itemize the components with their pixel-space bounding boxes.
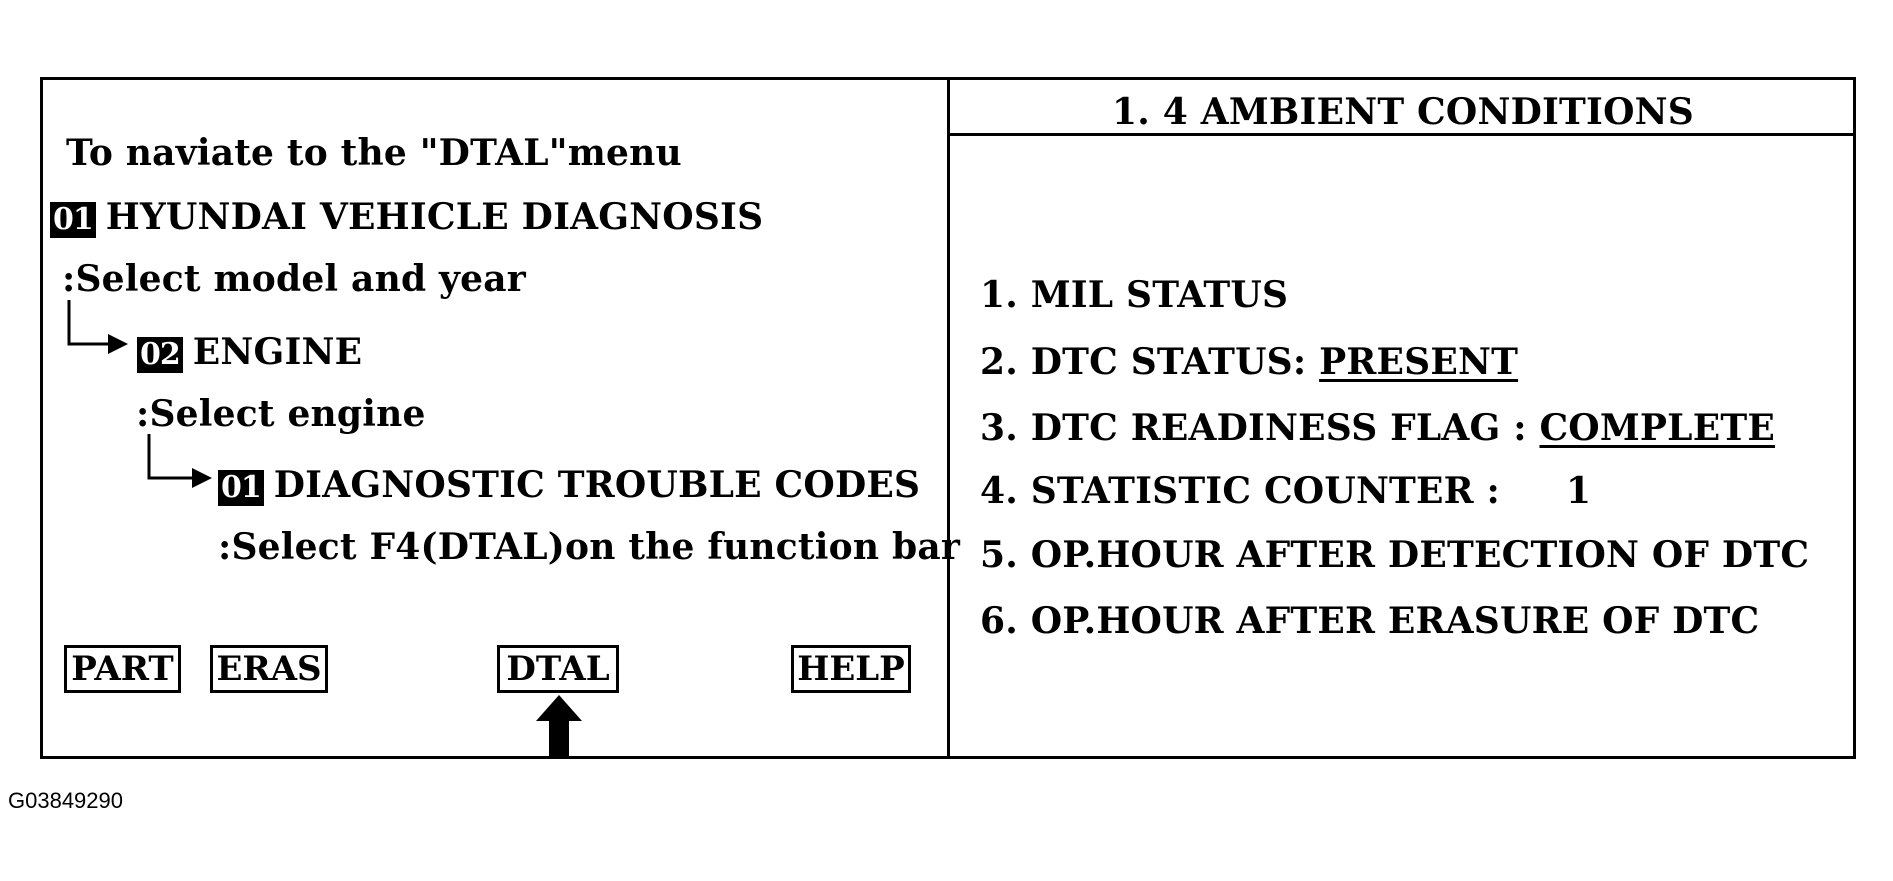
item-label: 3. DTC READINESS FLAG :	[980, 407, 1540, 449]
panel-title: 1. 4 AMBIENT CONDITIONS	[1112, 91, 1694, 133]
item-label: 1. MIL STATUS	[980, 274, 1289, 316]
step1-label: HYUNDAI VEHICLE DIAGNOSIS	[105, 196, 764, 238]
status-item-2: 2. DTC STATUS: PRESENT	[980, 344, 1518, 380]
title-separator	[950, 133, 1856, 136]
item-label: 2. DTC STATUS:	[980, 341, 1320, 383]
part-key-button[interactable]: PART	[64, 645, 181, 693]
status-item-5: 5. OP.HOUR AFTER DETECTION OF DTC	[980, 537, 1809, 573]
dtc-status-value: PRESENT	[1319, 341, 1519, 383]
item-label: 4. STATISTIC COUNTER :	[980, 470, 1501, 512]
step2-instruction: :Select engine	[136, 393, 426, 435]
panel-divider	[947, 77, 950, 759]
status-item-3: 3. DTC READINESS FLAG : COMPLETE	[980, 410, 1775, 446]
arrow-right-icon	[147, 434, 212, 488]
readiness-flag-value: COMPLETE	[1539, 407, 1775, 449]
item-label: 6. OP.HOUR AFTER ERASURE OF DTC	[980, 600, 1760, 642]
arrow-up-icon	[536, 695, 582, 759]
item-label: 5. OP.HOUR AFTER DETECTION OF DTC	[980, 534, 1810, 576]
status-item-4: 4. STATISTIC COUNTER : 1	[980, 473, 1591, 509]
help-key-button[interactable]: HELP	[791, 645, 911, 693]
step2-badge: 02	[137, 337, 183, 373]
status-item-1: 1. MIL STATUS	[980, 277, 1288, 313]
status-item-6: 6. OP.HOUR AFTER ERASURE OF DTC	[980, 603, 1759, 639]
step1-instruction: :Select model and year	[62, 258, 526, 300]
statistic-counter-value: 1	[1566, 470, 1592, 512]
intro-text: To naviate to the "DTAL"menu	[66, 132, 682, 174]
dtal-key-button[interactable]: DTAL	[497, 645, 619, 693]
step2-label: ENGINE	[192, 331, 363, 373]
step3-instruction: :Select F4(DTAL)on the function bar	[218, 526, 961, 568]
step3-label: DIAGNOSTIC TROUBLE CODES	[273, 464, 921, 506]
step3-badge: 01	[218, 470, 264, 506]
figure-id: G03849290	[8, 788, 123, 813]
eras-key-button[interactable]: ERAS	[210, 645, 328, 693]
step1-badge: 01	[50, 202, 96, 238]
arrow-right-icon	[67, 300, 128, 354]
